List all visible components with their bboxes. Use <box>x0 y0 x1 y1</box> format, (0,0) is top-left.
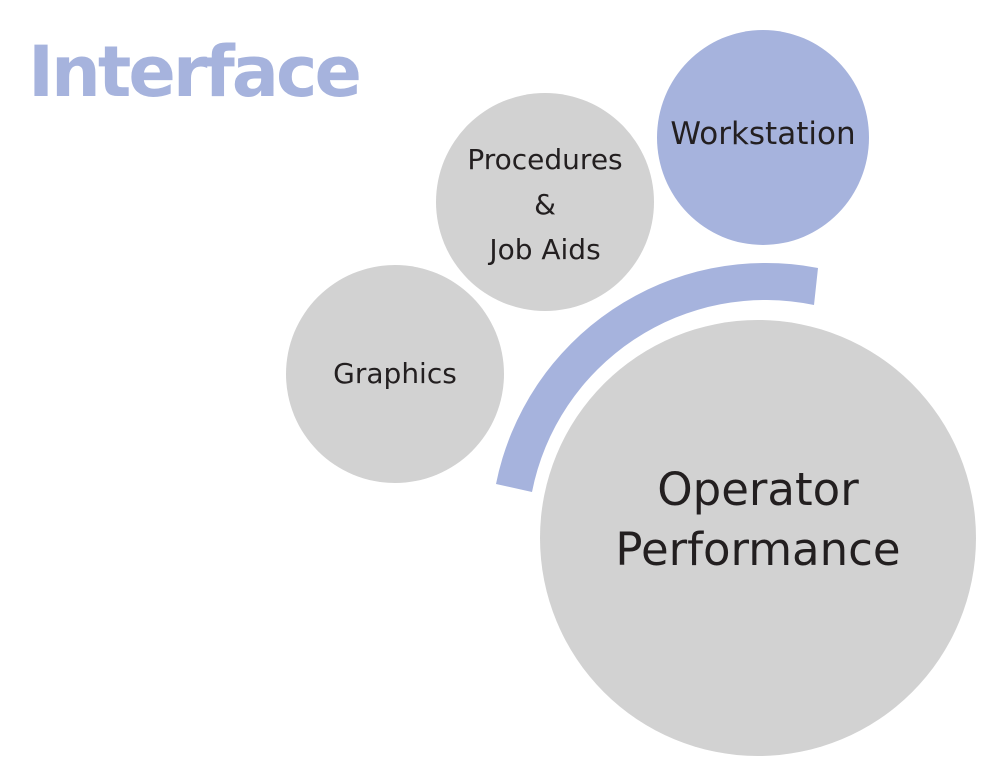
circle-workstation: Workstation <box>657 30 869 245</box>
operator-performance-label: Operator Performance <box>615 463 901 576</box>
circle-graphics: Graphics <box>286 265 504 483</box>
graphics-label: Graphics <box>333 357 457 390</box>
procedures-job-aids-label: Procedures & Job Aids <box>467 142 623 266</box>
workstation-label: Workstation <box>670 115 856 152</box>
arc-band <box>496 262 818 492</box>
circle-operator-performance: Operator Performance <box>540 320 976 756</box>
circle-procedures-job-aids: Procedures & Job Aids <box>436 93 654 311</box>
diagram-title: Interface <box>28 31 362 113</box>
